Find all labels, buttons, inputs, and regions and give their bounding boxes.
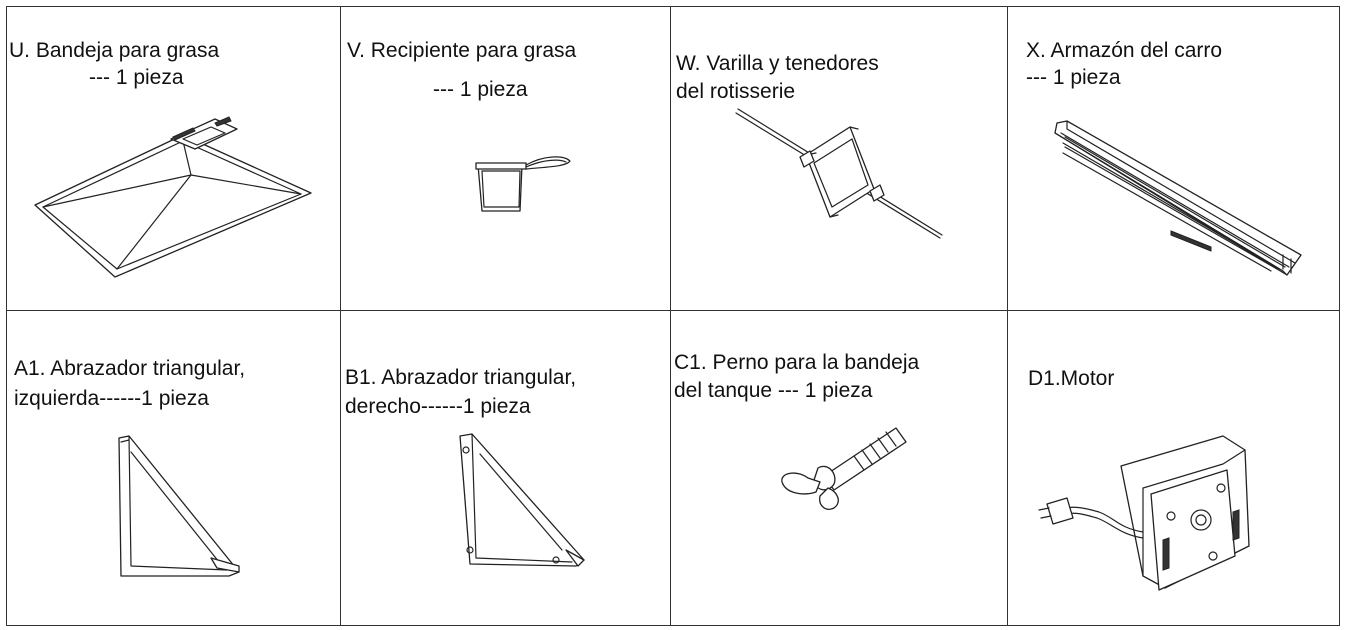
part-cell-b1: B1. Abrazador triangular, derecho------1… xyxy=(340,310,670,627)
part-cell-w: W. Varilla y tenedores del rotisserie xyxy=(670,7,1007,310)
part-quantity: --- 1 pieza xyxy=(433,78,528,101)
part-quantity: del tanque --- 1 pieza xyxy=(674,379,873,402)
part-label: A1. Abrazador triangular, xyxy=(14,357,246,380)
part-label: V. Recipiente para grasa xyxy=(347,39,577,62)
right-triangle-bracket-icon xyxy=(458,432,588,577)
part-cell-a1: A1. Abrazador triangular, izquierda-----… xyxy=(7,310,340,627)
left-triangle-bracket-icon xyxy=(115,434,245,583)
grease-tray-icon xyxy=(33,115,313,285)
part-cell-v: V. Recipiente para grasa --- 1 pieza xyxy=(340,7,670,310)
part-quantity: izquierda------1 pieza xyxy=(14,387,209,410)
column-divider xyxy=(1007,7,1008,625)
part-cell-d1: D1.Motor xyxy=(1007,310,1341,627)
part-cell-x: X. Armazón del carro --- 1 pieza xyxy=(1007,7,1341,310)
part-cell-u: U. Bandeja para grasa --- 1 pieza xyxy=(7,7,340,310)
part-label: D1.Motor xyxy=(1028,367,1115,390)
column-divider xyxy=(340,7,341,625)
part-label: U. Bandeja para grasa xyxy=(9,39,220,62)
column-divider xyxy=(670,7,671,625)
part-label: W. Varilla y tenedores xyxy=(676,52,879,75)
part-quantity: --- 1 pieza xyxy=(1026,66,1121,89)
part-cell-c1: C1. Perno para la bandeja del tanque ---… xyxy=(670,310,1007,627)
part-label: B1. Abrazador triangular, xyxy=(345,366,577,389)
wing-bolt-icon xyxy=(778,422,928,517)
grease-cup-icon xyxy=(474,149,584,226)
parts-table: U. Bandeja para grasa --- 1 pieza V. Rec… xyxy=(6,6,1340,626)
part-label-continued: del rotisserie xyxy=(676,80,796,103)
rotisserie-motor-icon xyxy=(1035,428,1255,613)
part-quantity: --- 1 pieza xyxy=(89,66,184,89)
part-label: C1. Perno para la bandeja xyxy=(674,351,920,374)
cart-frame-icon xyxy=(1051,119,1303,284)
rotisserie-rod-icon xyxy=(732,107,948,244)
part-label: X. Armazón del carro xyxy=(1026,39,1223,62)
row-divider xyxy=(7,310,1339,311)
part-quantity: derecho------1 pieza xyxy=(345,395,531,418)
